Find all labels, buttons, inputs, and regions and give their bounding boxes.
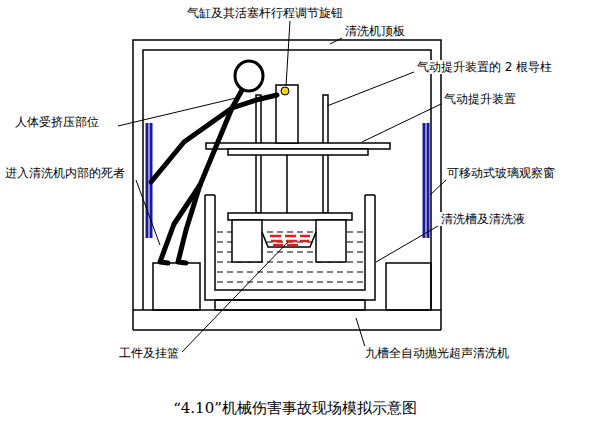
lift-plate <box>206 143 390 149</box>
piston-rod <box>286 155 288 213</box>
victim-figure <box>151 90 277 263</box>
housing-inner <box>143 50 431 310</box>
tank-rim <box>365 194 375 196</box>
part-label: 可移动式玻璃观察窗 <box>446 166 556 180</box>
basket <box>262 232 316 247</box>
caption: “4.10”机械伤害事故现场模拟示意图 <box>0 399 590 417</box>
part-label: 人体受挤压部位 <box>14 115 100 129</box>
tank-inner <box>215 195 365 290</box>
tank-rim <box>205 194 215 196</box>
adjust-knob <box>281 87 289 95</box>
tank-base <box>215 300 365 310</box>
base-line <box>133 329 441 331</box>
part-label: 清洗槽及清洗液 <box>440 212 526 226</box>
cylinder <box>276 85 298 143</box>
tank-outer <box>205 195 375 300</box>
leader-lines <box>118 21 446 352</box>
housing-outer <box>133 40 441 330</box>
victim-head <box>235 61 263 91</box>
lift-plate <box>228 149 368 155</box>
side-block <box>153 263 200 310</box>
part-label: 气动提升装置 <box>443 92 517 106</box>
part-label: 工件及挂篮 <box>118 346 180 360</box>
hanger-block <box>316 220 346 262</box>
hanger-plate <box>228 213 352 220</box>
hanger-block <box>232 220 262 262</box>
part-label: 气动提升装置的 2 根导柱 <box>416 60 553 74</box>
part-label: 进入清洗机内部的死者 <box>4 166 126 180</box>
part-label: 清洗机顶板 <box>344 24 406 38</box>
part-label: 气缸及其活塞杆行程调节旋钮 <box>186 6 344 20</box>
part-label: 九槽全自动抛光超声清洗机 <box>364 346 510 360</box>
workpieces <box>270 236 310 245</box>
side-block <box>386 263 431 310</box>
